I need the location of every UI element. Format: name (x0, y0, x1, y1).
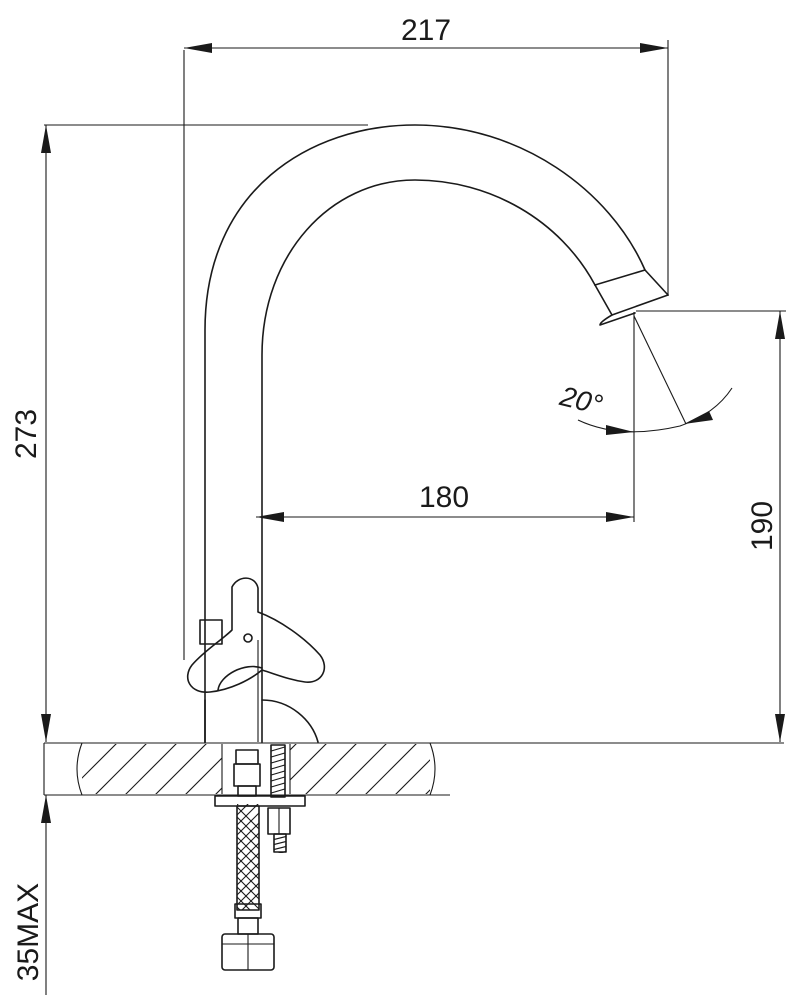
dimension-spout-height: 190 (636, 310, 786, 742)
braided-hose (237, 804, 259, 910)
dimension-max-thickness: 35MAX (12, 795, 51, 995)
dimension-label-angle: 20° (556, 380, 606, 421)
dimension-spout-reach: 180 (256, 312, 635, 522)
countertop-hatching (82, 744, 430, 794)
dimension-label-180: 180 (419, 481, 469, 514)
dimension-total-height: 273 (10, 124, 368, 742)
mounting-hardware (214, 744, 306, 971)
dimension-label-190: 190 (746, 501, 779, 551)
faucet-spout (204, 124, 669, 743)
dimension-label-273: 273 (10, 409, 43, 459)
dimension-total-reach: 217 (183, 14, 669, 660)
countertop-section (43, 742, 784, 796)
dimension-spout-angle: 20° (556, 315, 733, 435)
lever-handle (186, 577, 326, 742)
dimension-label-217: 217 (401, 14, 451, 47)
dimension-label-35max: 35MAX (12, 883, 45, 981)
faucet-base (204, 699, 319, 743)
